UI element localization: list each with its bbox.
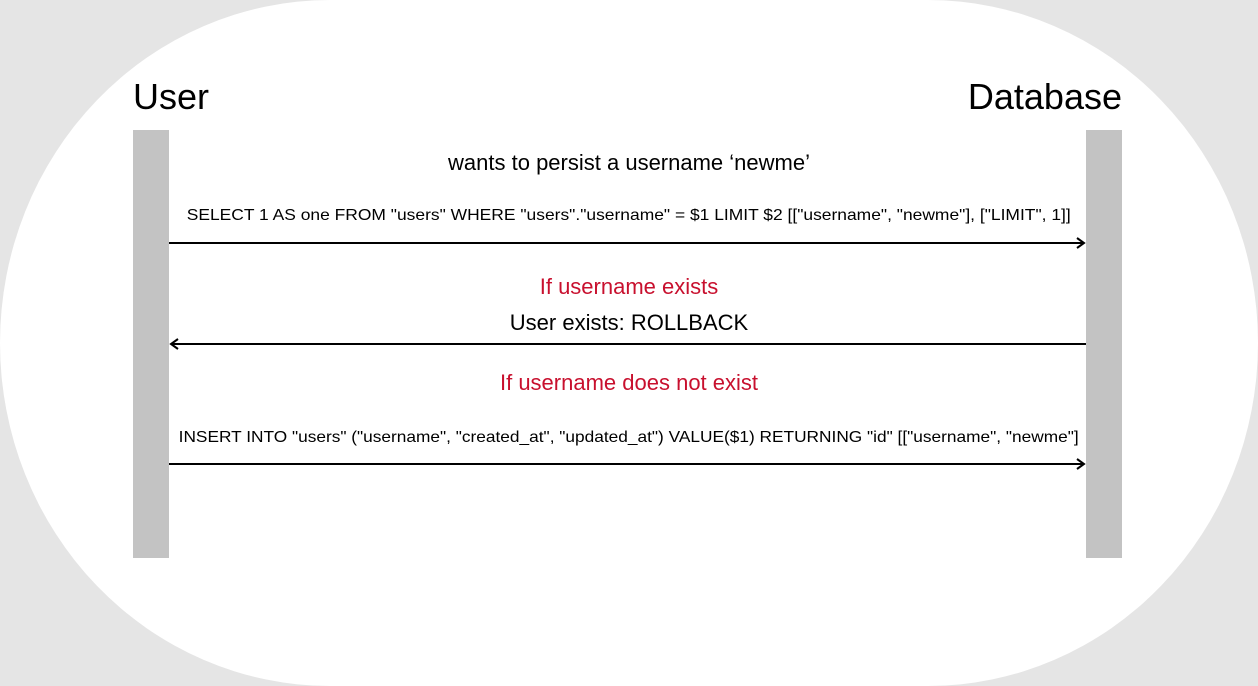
- insert-query-label: INSERT INTO "users" ("username", "create…: [179, 429, 1079, 446]
- condition-exists: If username exists: [539, 274, 719, 299]
- select-query-arrow: [169, 237, 1086, 249]
- actor-user: User: [133, 76, 210, 117]
- actor-database: Database: [967, 76, 1122, 117]
- select-query-label: SELECT 1 AS one FROM "users" WHERE "user…: [187, 207, 1071, 224]
- condition-not-exists: If username does not exist: [499, 370, 759, 395]
- user-lifeline: [133, 130, 169, 558]
- rollback-label: User exists: ROLLBACK: [509, 310, 749, 335]
- intro-note: wants to persist a username ‘newme’: [448, 150, 810, 175]
- rollback-arrow: [169, 338, 1086, 350]
- database-lifeline: [1086, 130, 1122, 558]
- insert-query-arrow: [169, 458, 1086, 470]
